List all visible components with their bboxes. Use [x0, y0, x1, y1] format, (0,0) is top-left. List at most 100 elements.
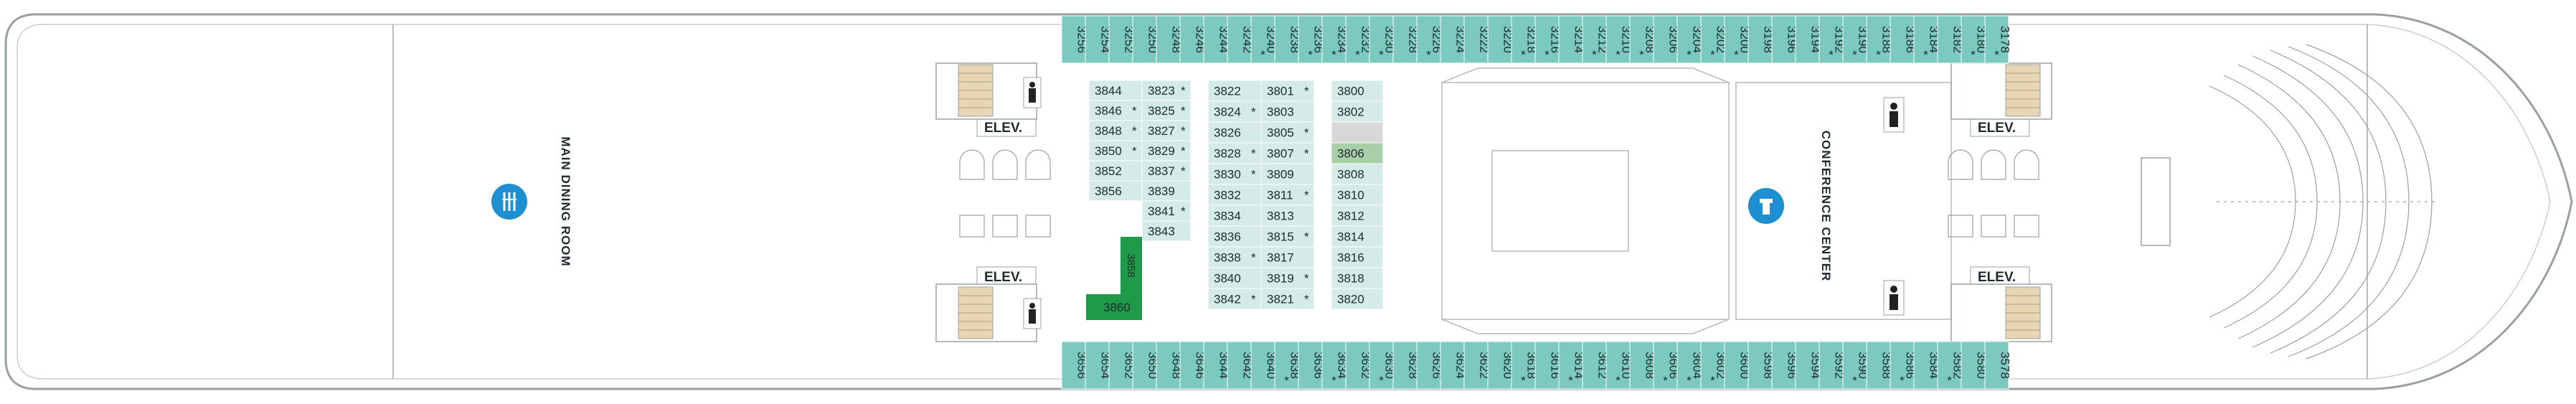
bottom-cabin[interactable]: 3610*: [1605, 341, 1633, 390]
top-cabin[interactable]: 3246: [1179, 15, 1207, 64]
top-cabin[interactable]: 3184*: [1913, 15, 1941, 64]
top-cabin[interactable]: 3224: [1440, 15, 1468, 64]
top-cabin[interactable]: 3188*: [1866, 15, 1894, 64]
top-cabin[interactable]: 3228: [1392, 15, 1420, 64]
top-cabin[interactable]: 3232*: [1345, 15, 1373, 64]
bottom-cabin[interactable]: 3634*: [1321, 341, 1349, 390]
top-cabin[interactable]: 3230*: [1369, 15, 1397, 64]
inner-cabin[interactable]: 3814: [1331, 225, 1384, 248]
inner-cabin[interactable]: 3818: [1331, 267, 1384, 289]
top-cabin[interactable]: 3236*: [1298, 15, 1326, 64]
top-cabin[interactable]: 3186: [1889, 15, 1917, 64]
top-cabin[interactable]: 3216*: [1534, 15, 1562, 64]
bottom-cabin[interactable]: 3638*: [1274, 341, 1302, 390]
inner-cabin[interactable]: 3820: [1331, 288, 1384, 310]
inner-cabin[interactable]: 3838*: [1207, 246, 1262, 268]
top-cabin[interactable]: 3196: [1771, 15, 1799, 64]
inner-cabin[interactable]: 3800: [1331, 80, 1384, 102]
bottom-cabin[interactable]: 3614*: [1558, 341, 1586, 390]
top-cabin[interactable]: 3210*: [1605, 15, 1633, 64]
top-cabin[interactable]: 3180*: [1961, 15, 1988, 64]
top-cabin[interactable]: 3204*: [1676, 15, 1704, 64]
bottom-cabin[interactable]: 3608: [1629, 341, 1657, 390]
top-cabin[interactable]: 3208*: [1629, 15, 1657, 64]
bottom-cabin[interactable]: 3612: [1582, 341, 1610, 390]
inner-cabin[interactable]: 3826: [1207, 121, 1262, 144]
inner-cabin[interactable]: 3840: [1207, 267, 1262, 289]
top-cabin[interactable]: 3212*: [1582, 15, 1610, 64]
inner-cabin[interactable]: 3823*: [1141, 80, 1192, 101]
bottom-cabin[interactable]: 3584: [1913, 341, 1941, 390]
bottom-cabin[interactable]: 3648: [1156, 341, 1184, 390]
bottom-cabin[interactable]: 3642: [1227, 341, 1255, 390]
inner-cabin[interactable]: 3837*: [1141, 160, 1192, 182]
bottom-cabin[interactable]: 3594: [1795, 341, 1823, 390]
inner-cabin[interactable]: 3842*: [1207, 288, 1262, 310]
top-cabin[interactable]: 3192*: [1818, 15, 1846, 64]
inner-cabin[interactable]: 3813: [1260, 205, 1315, 227]
inner-cabin[interactable]: 3801*: [1260, 80, 1315, 102]
inner-cabin[interactable]: 3832: [1207, 184, 1262, 206]
bottom-cabin[interactable]: 3600: [1724, 341, 1752, 390]
special-cabin[interactable]: 3860: [1086, 294, 1142, 320]
bottom-cabin[interactable]: 3652: [1108, 341, 1136, 390]
bottom-cabin[interactable]: 3626: [1416, 341, 1444, 390]
top-cabin[interactable]: 3242: [1227, 15, 1255, 64]
inner-cabin[interactable]: 3824*: [1207, 100, 1262, 123]
inner-cabin[interactable]: 3806: [1331, 142, 1384, 164]
bottom-cabin[interactable]: 3650: [1132, 341, 1160, 390]
bottom-cabin[interactable]: 3586*: [1889, 341, 1917, 390]
inner-cabin[interactable]: 3827*: [1141, 120, 1192, 141]
bottom-cabin[interactable]: 3622: [1463, 341, 1491, 390]
inner-cabin[interactable]: 3839: [1141, 180, 1192, 202]
inner-cabin[interactable]: 3821*: [1260, 288, 1315, 310]
inner-cabin[interactable]: 3808: [1331, 163, 1384, 185]
inner-cabin[interactable]: 3841*: [1141, 200, 1192, 222]
bottom-cabin[interactable]: 3632: [1345, 341, 1373, 390]
inner-cabin[interactable]: 3846*: [1088, 100, 1143, 121]
bottom-cabin[interactable]: 3644: [1203, 341, 1231, 390]
inner-cabin[interactable]: 3809: [1260, 163, 1315, 185]
inner-cabin[interactable]: 3816: [1331, 246, 1384, 268]
inner-cabin[interactable]: 3819*: [1260, 267, 1315, 289]
bottom-cabin[interactable]: 3630*: [1369, 341, 1397, 390]
top-cabin[interactable]: 3178*: [1984, 15, 2012, 64]
top-cabin[interactable]: 3194: [1795, 15, 1823, 64]
inner-cabin[interactable]: 3850*: [1088, 140, 1143, 161]
bottom-cabin[interactable]: 3646: [1179, 341, 1207, 390]
top-cabin[interactable]: 3206: [1653, 15, 1681, 64]
top-cabin[interactable]: 3190*: [1842, 15, 1870, 64]
inner-cabin[interactable]: 3852: [1088, 160, 1143, 182]
bottom-cabin[interactable]: 3582*: [1937, 341, 1965, 390]
top-cabin[interactable]: 3250: [1132, 15, 1160, 64]
bottom-cabin[interactable]: 3620: [1487, 341, 1515, 390]
bottom-cabin[interactable]: 3618*: [1511, 341, 1539, 390]
top-cabin[interactable]: 3240*: [1250, 15, 1278, 64]
top-cabin[interactable]: 3218*: [1511, 15, 1539, 64]
bottom-cabin[interactable]: 3592: [1818, 341, 1846, 390]
top-cabin[interactable]: 3202*: [1700, 15, 1728, 64]
inner-cabin[interactable]: 3807*: [1260, 142, 1315, 164]
inner-cabin[interactable]: 3822: [1207, 80, 1262, 102]
top-cabin[interactable]: 3238: [1274, 15, 1302, 64]
top-cabin[interactable]: 3234*: [1321, 15, 1349, 64]
inner-cabin[interactable]: 3810: [1331, 184, 1384, 206]
top-cabin[interactable]: 3214: [1558, 15, 1586, 64]
inner-cabin[interactable]: 3856: [1088, 180, 1143, 202]
inner-cabin[interactable]: 3812: [1331, 205, 1384, 227]
top-cabin[interactable]: 3198: [1747, 15, 1775, 64]
inner-cabin[interactable]: 3805*: [1260, 121, 1315, 144]
inner-cabin[interactable]: 3803: [1260, 100, 1315, 123]
bottom-cabin[interactable]: 3606*: [1653, 341, 1681, 390]
bottom-cabin[interactable]: 3656: [1061, 341, 1089, 390]
bottom-cabin[interactable]: 3654: [1085, 341, 1113, 390]
top-cabin[interactable]: 3226*: [1416, 15, 1444, 64]
inner-cabin[interactable]: 3825*: [1141, 100, 1192, 121]
inner-cabin[interactable]: 3802: [1331, 100, 1384, 123]
top-cabin[interactable]: 3244: [1203, 15, 1231, 64]
bottom-cabin[interactable]: 3636: [1298, 341, 1326, 390]
inner-cabin[interactable]: 3836: [1207, 225, 1262, 248]
bottom-cabin[interactable]: 3580: [1961, 341, 1988, 390]
bottom-cabin[interactable]: 3602*: [1700, 341, 1728, 390]
bottom-cabin[interactable]: 3588: [1866, 341, 1894, 390]
